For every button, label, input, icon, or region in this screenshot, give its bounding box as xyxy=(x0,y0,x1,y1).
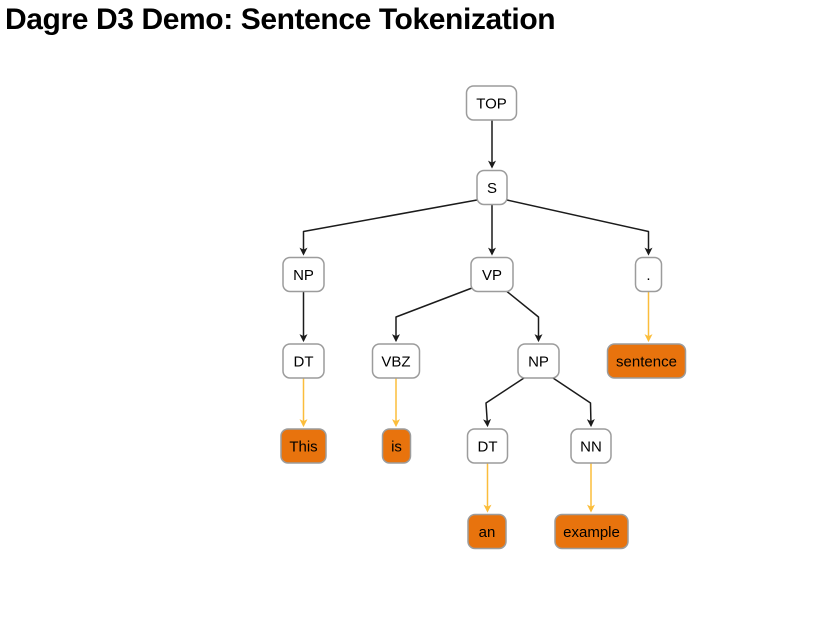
node-SENTENCE: sentence xyxy=(606,343,687,379)
node-box-THIS xyxy=(280,428,327,464)
node-box-DT1 xyxy=(282,343,325,379)
edge-S-PERIOD xyxy=(506,199,653,256)
node-S: S xyxy=(476,169,508,206)
edge-NP2-DT2 xyxy=(483,377,525,428)
node-box-DT2 xyxy=(466,428,509,464)
edge-layer xyxy=(299,120,653,513)
node-IS: is xyxy=(381,428,412,464)
node-THIS: This xyxy=(280,428,327,464)
node-box-NN xyxy=(570,428,612,464)
node-box-S xyxy=(476,169,508,206)
node-box-SENTENCE xyxy=(606,343,687,379)
node-box-VBZ xyxy=(371,343,421,379)
edge-S-NP1 xyxy=(299,199,478,256)
node-DT1: DT xyxy=(282,343,325,379)
node-NP2: NP xyxy=(517,343,560,379)
node-VP: VP xyxy=(470,256,514,293)
node-box-NP1 xyxy=(282,256,325,293)
node-box-AN xyxy=(467,513,507,550)
node-box-TOP xyxy=(465,85,518,121)
node-VBZ: VBZ xyxy=(371,343,421,379)
node-DT2: DT xyxy=(466,428,509,464)
edge-VP-VBZ xyxy=(392,287,473,343)
edge-VP-NP2 xyxy=(506,290,543,343)
node-box-PERIOD xyxy=(634,256,663,293)
node-box-EXAMPLE xyxy=(554,513,629,550)
node-box-VP xyxy=(470,256,514,293)
node-AN: an xyxy=(467,513,507,550)
page-title: Dagre D3 Demo: Sentence Tokenization xyxy=(5,3,556,36)
node-NN: NN xyxy=(570,428,612,464)
node-box-IS xyxy=(381,428,412,464)
edge-NP2-NN xyxy=(552,377,595,428)
node-PERIOD: . xyxy=(634,256,663,293)
node-TOP: TOP xyxy=(465,85,518,121)
node-box-NP2 xyxy=(517,343,560,379)
node-NP1: NP xyxy=(282,256,325,293)
node-EXAMPLE: example xyxy=(554,513,629,550)
